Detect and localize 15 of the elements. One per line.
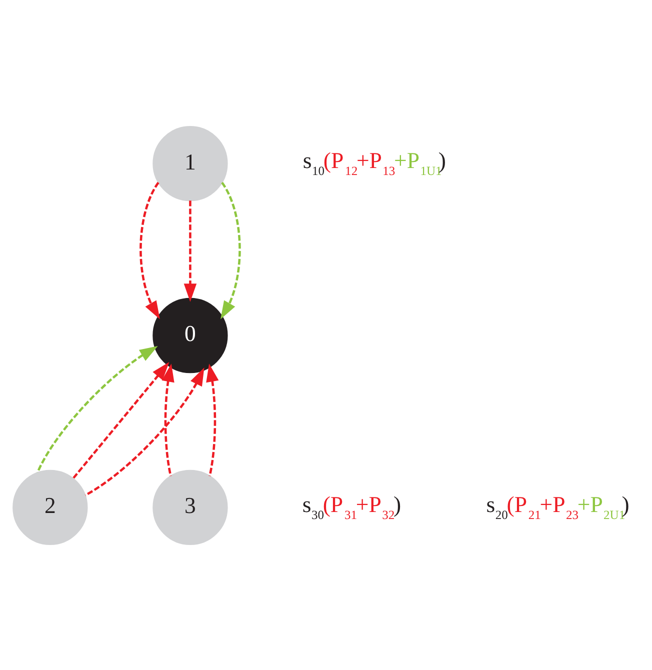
arrow xyxy=(36,346,158,472)
arrow xyxy=(140,181,160,319)
arrow xyxy=(72,362,170,478)
arrow xyxy=(84,366,204,496)
arrow xyxy=(184,200,197,302)
node-circle: 2 xyxy=(12,469,88,545)
arrow xyxy=(162,363,174,476)
label: s$_{20}$(P$_{21}$+P$_{23}$+P$_{2U1}$) xyxy=(486,491,630,522)
node-circle: 1 xyxy=(152,125,228,201)
node-circle: 0 xyxy=(152,297,228,373)
arrow xyxy=(206,363,219,476)
label: s$_{30}$(P$_{31}$+P$_{32}$) xyxy=(302,491,402,522)
arrow xyxy=(220,181,241,319)
node-circle: 3 xyxy=(152,469,228,545)
label: s$_{10}$(P$_{12}$+P$_{13}$+P$_{1U1}$) xyxy=(302,148,446,178)
